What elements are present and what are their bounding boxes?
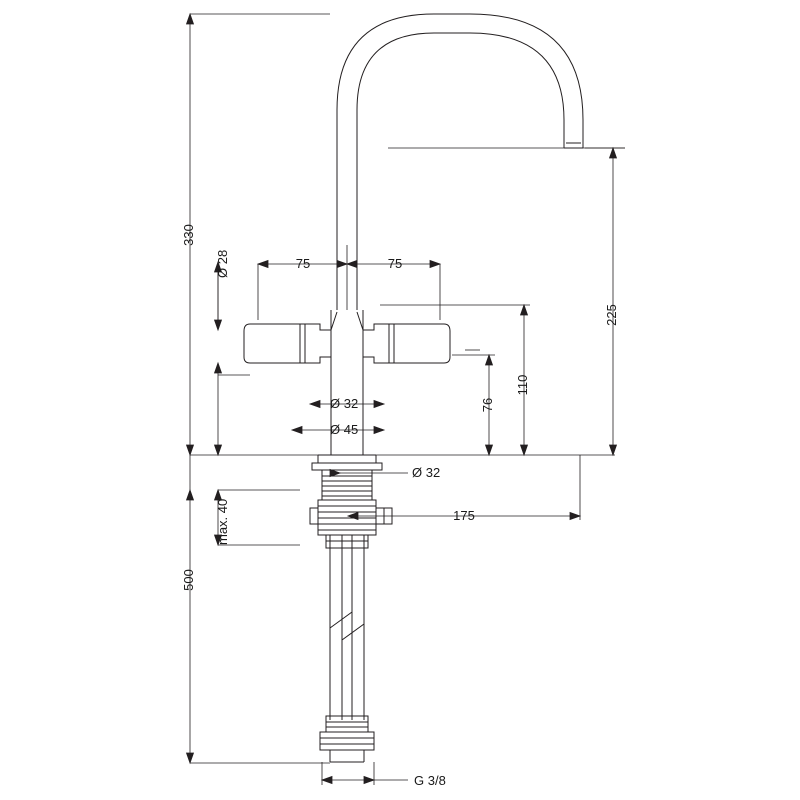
label-dia-28: Ø 28 — [215, 250, 230, 278]
label-spout-height: 225 — [604, 304, 619, 326]
reference-lines — [190, 13, 625, 764]
label-projection: 175 — [453, 508, 475, 523]
label-dia-45: Ø 45 — [330, 422, 358, 437]
label-handle-inner-height: 76 — [480, 398, 495, 412]
faucet-shank — [309, 470, 393, 536]
dimension-lines — [185, 12, 618, 785]
dimension-labels: 330 500 max. 40 Ø 28 75 75 225 110 76 Ø … — [181, 224, 619, 788]
label-supply-length: 500 — [181, 569, 196, 591]
label-thread: G 3/8 — [414, 773, 446, 788]
label-left-offset: 75 — [296, 256, 310, 271]
label-max-thickness: max. 40 — [215, 499, 230, 545]
label-handle-height: 110 — [515, 375, 530, 396]
label-dia-32-shank: Ø 32 — [412, 465, 440, 480]
faucet-base — [311, 454, 383, 471]
label-height-total: 330 — [181, 224, 196, 246]
supply-hoses — [319, 534, 375, 763]
label-right-offset: 75 — [388, 256, 402, 271]
faucet-spout — [336, 13, 584, 310]
faucet-handles — [243, 310, 451, 455]
label-dia-32-body: Ø 32 — [330, 396, 358, 411]
